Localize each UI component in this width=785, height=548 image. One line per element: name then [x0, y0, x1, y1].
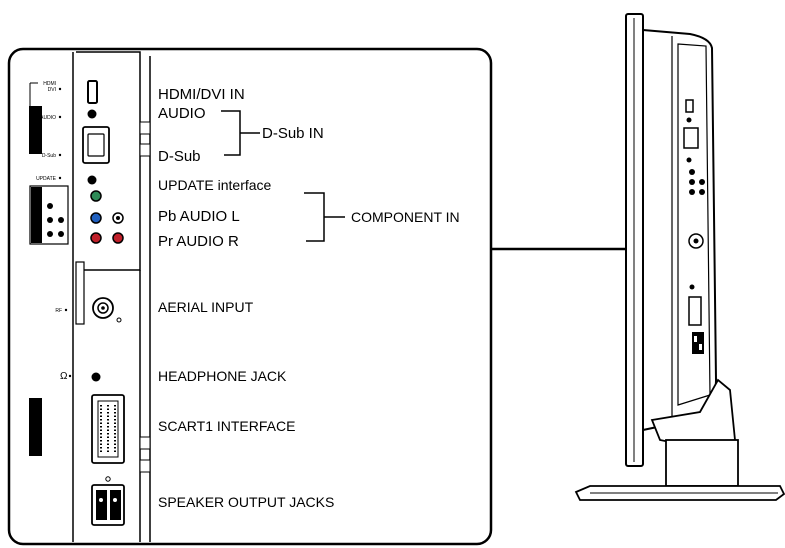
side-tab: [139, 459, 151, 473]
tv-component-jack: [689, 169, 695, 175]
panel-zoom-frame: [7, 47, 493, 546]
sticker-black-label: [29, 106, 42, 154]
speaker-screw: [105, 476, 111, 482]
sticker-dot: [68, 374, 72, 378]
tv-component-jack: [699, 179, 705, 185]
sticker-dsub-label: D-Sub: [42, 153, 56, 159]
update-jack-icon: [87, 175, 97, 185]
label-update-interface: UPDATE interface: [158, 177, 272, 193]
label-d-sub: D-Sub: [158, 148, 201, 165]
sticker-scart-band: [29, 398, 42, 456]
sticker-dot: [58, 176, 62, 180]
label-hdmi-dvi-in: HDMI/DVI IN: [158, 86, 245, 103]
sticker-headphone-icon: Ω: [60, 371, 68, 382]
sticker-hdmi-label: HDMI: [43, 81, 56, 87]
speaker-jack-hole: [99, 498, 103, 502]
tv-rear-body: [642, 28, 718, 432]
sticker-dot: [64, 308, 68, 312]
tv-stand-column: [665, 439, 739, 487]
upper-jack-board: [76, 51, 141, 271]
tv-audio-jack: [686, 117, 692, 123]
pr-jack-icon: [90, 232, 102, 244]
tv-update-jack: [686, 157, 692, 163]
label-speaker-output-jacks: SPEAKER OUTPUT JACKS: [158, 494, 334, 510]
tv-headphone-jack: [689, 284, 695, 290]
sticker-dot: [58, 87, 62, 91]
label-component-in: COMPONENT IN: [351, 209, 460, 225]
label-headphone-jack: HEADPHONE JACK: [158, 368, 287, 384]
sticker-dot: [58, 153, 62, 157]
sticker-update-label: UPDATE: [36, 176, 57, 182]
sticker-dot: [58, 115, 62, 119]
side-tab: [139, 143, 151, 157]
speaker-jack-terminal: [110, 490, 121, 520]
audio-jack-icon: [87, 109, 97, 119]
dsub-pins: [87, 133, 105, 157]
aerial-jack-pin: [101, 306, 105, 310]
label-pb-audio-l: Pb AUDIO L: [158, 208, 240, 225]
tv-hdmi-port: [685, 99, 694, 113]
side-tab: [139, 121, 151, 135]
tv-dsub-port: [683, 127, 699, 149]
tv-speaker-hole: [699, 344, 702, 350]
tv-speaker-hole: [694, 336, 697, 342]
headphone-jack-icon: [91, 372, 101, 382]
aerial-screw: [116, 317, 122, 323]
sticker-jack: [47, 231, 53, 237]
board-clip: [75, 261, 85, 325]
tv-speaker-jacks: [692, 332, 704, 354]
side-tab: [139, 436, 151, 450]
label-scart1-interface: SCART1 INTERFACE: [158, 418, 295, 434]
audio-l-jack-center: [116, 216, 120, 220]
speaker-jack-hole: [113, 498, 117, 502]
pb-jack-icon: [90, 212, 102, 224]
label-d-sub-in: D-Sub IN: [262, 125, 324, 142]
tv-component-jack: [689, 189, 695, 195]
sticker-dvi-label: DVI: [48, 87, 56, 93]
label-aerial-input: AERIAL INPUT: [158, 299, 254, 315]
label-audio: AUDIO: [158, 105, 206, 122]
tv-component-jack: [689, 179, 695, 185]
sticker-audio-label: AUDIO: [40, 115, 56, 121]
hdmi-port-icon: [87, 80, 98, 104]
tv-scart-port: [688, 296, 702, 326]
audio-r-jack-icon: [112, 232, 124, 244]
y-jack-icon: [90, 190, 102, 202]
label-pr-audio-r: Pr AUDIO R: [158, 233, 239, 250]
speaker-jack-terminal: [96, 490, 107, 520]
sticker-jack: [58, 217, 64, 223]
tv-aerial-pin: [693, 238, 699, 244]
sticker-rf-label: RF: [55, 308, 62, 314]
sticker-jack: [47, 203, 53, 209]
scart-pins: [97, 400, 119, 458]
sticker-component-band: [31, 187, 42, 243]
sticker-jack: [58, 231, 64, 237]
tv-side-view: [574, 13, 785, 501]
sticker-jack: [47, 217, 53, 223]
tv-component-jack: [699, 189, 705, 195]
